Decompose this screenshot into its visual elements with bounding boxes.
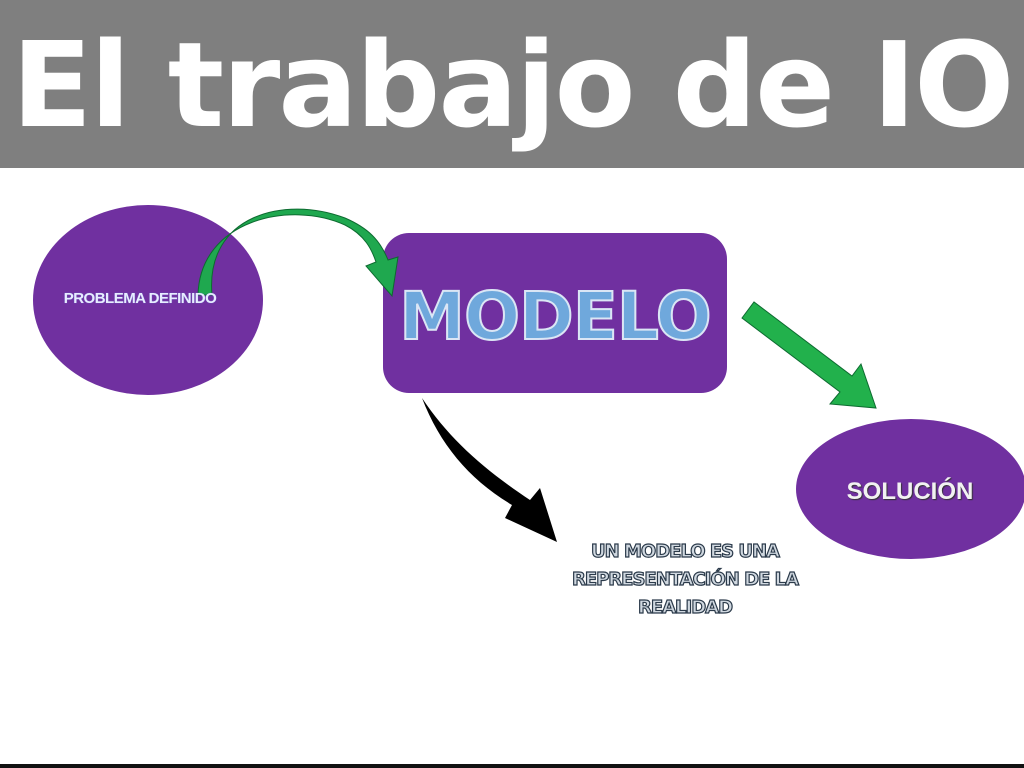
problem-node bbox=[33, 205, 263, 395]
solution-node bbox=[796, 419, 1024, 559]
bottom-border bbox=[0, 764, 1024, 768]
curved-black-arrow bbox=[422, 398, 557, 542]
title-bar: El trabajo de IO bbox=[0, 0, 1024, 168]
model-label: MODELO bbox=[398, 277, 712, 356]
straight-green-arrow bbox=[741, 301, 877, 409]
model-node bbox=[383, 233, 727, 393]
model-definition-note: UN MODELO ES UNA REPRESENTACIÓN DE LA RE… bbox=[571, 540, 799, 618]
slide-title: El trabajo de IO bbox=[11, 16, 1015, 154]
curved-green-arrow bbox=[197, 208, 399, 298]
problem-label: PROBLEMA DEFINIDO bbox=[63, 290, 217, 307]
solution-label: SOLUCIÓN bbox=[846, 478, 974, 505]
